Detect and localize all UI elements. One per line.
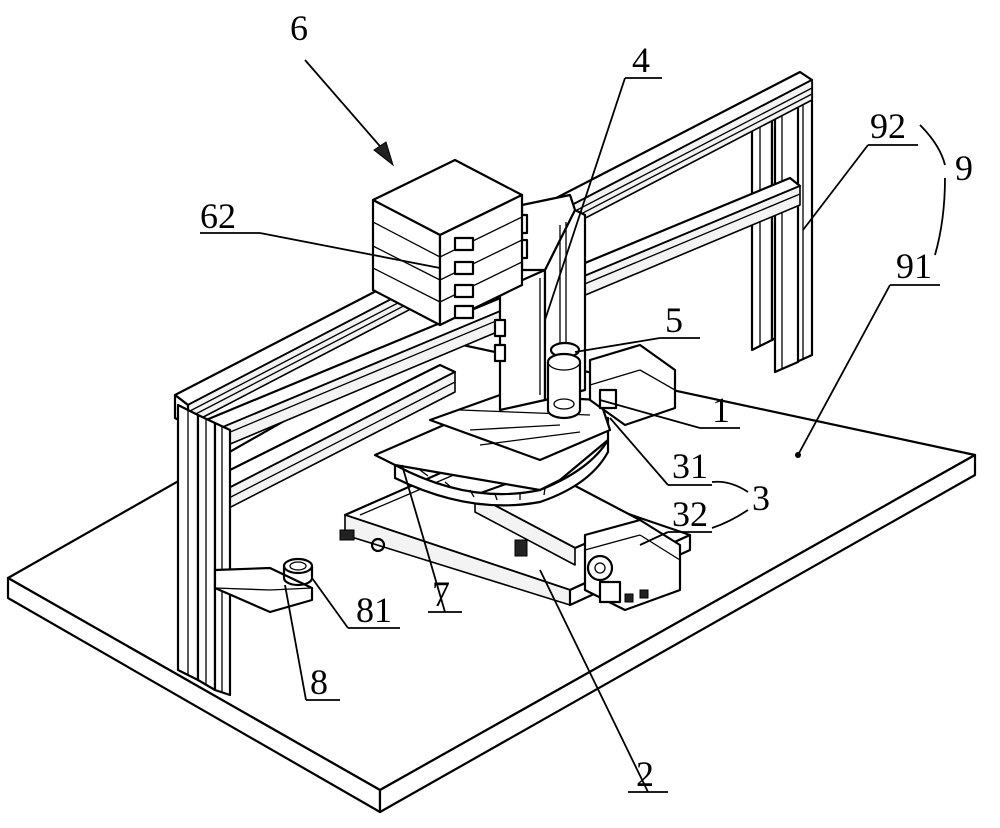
cross-block: [588, 343, 677, 427]
label-2: 2: [636, 754, 654, 794]
label-32: 32: [672, 494, 708, 534]
control-box-stack: [371, 158, 524, 327]
label-4: 4: [632, 40, 650, 80]
front-frame-column: [176, 403, 232, 697]
label-6: 6: [290, 8, 308, 48]
label-1: 1: [712, 390, 730, 430]
reference-labels: 6 4 62 5 1 31 32 3 7 2 81 8 92 9 91: [200, 8, 973, 794]
tool-head-5: [546, 341, 582, 420]
label-3: 3: [752, 478, 770, 518]
label-62: 62: [200, 196, 236, 236]
label-81: 81: [356, 590, 392, 630]
label-7: 7: [432, 574, 450, 614]
label-31: 31: [672, 446, 708, 486]
label-92: 92: [870, 106, 906, 146]
linear-module-32: [473, 468, 682, 612]
label-91: 91: [896, 246, 932, 286]
leader-lines: [200, 59, 946, 793]
label-5: 5: [665, 300, 683, 340]
label-8: 8: [310, 662, 328, 702]
label-9: 9: [955, 148, 973, 188]
